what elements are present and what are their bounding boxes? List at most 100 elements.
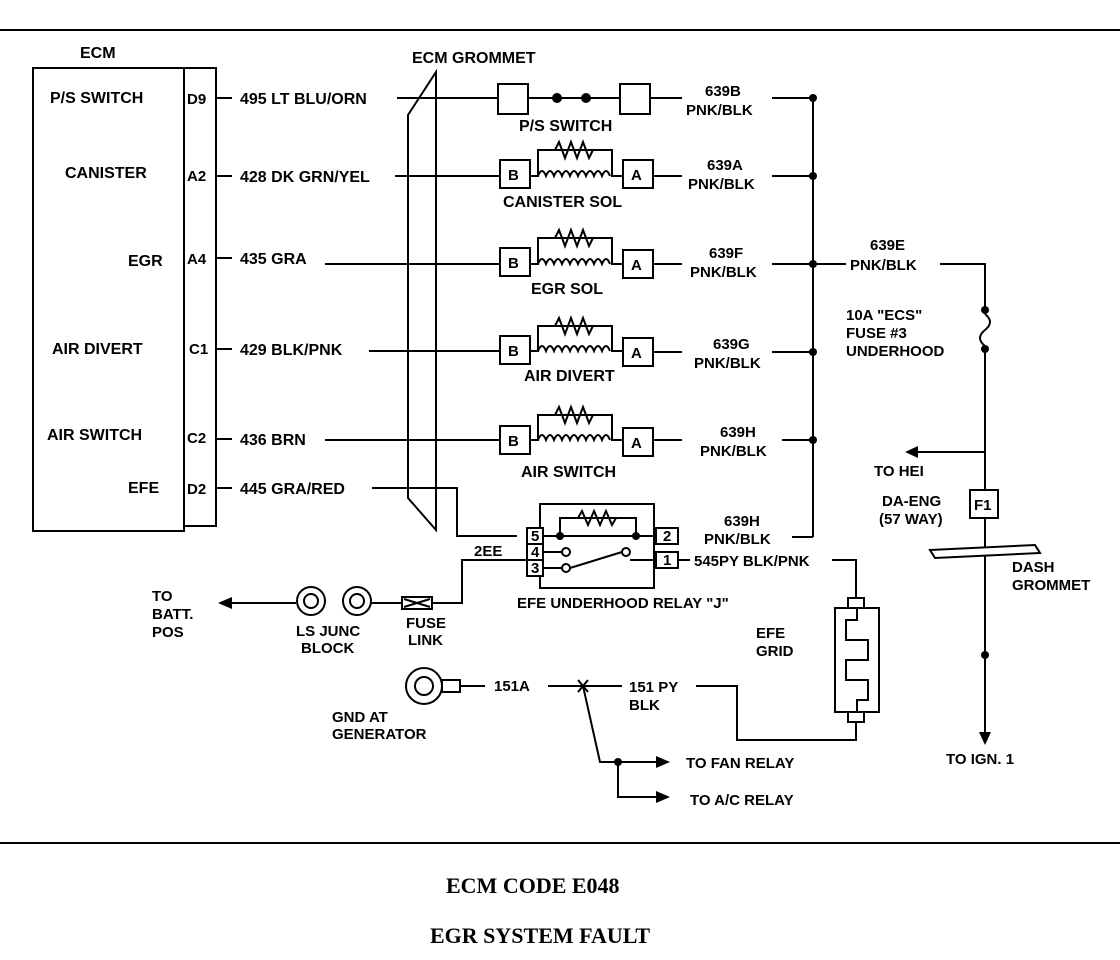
ecm-pin-name-canister: CANISTER [65,165,147,182]
ecm-pin-c1: C1 [189,341,208,358]
efe-grid-bottom-terminal [847,711,865,723]
ls-junc-stud-1-outer [296,586,326,616]
ecm-grommet-label: ECM GROMMET [412,50,536,67]
efe-grid-label-line2: GRID [756,643,794,660]
to-hei-arrow [905,446,918,458]
ecm-pin-name-egr: EGR [128,253,163,270]
relay-pin-2: 2 [663,528,671,545]
relay-pin-1: 1 [663,552,671,569]
fuse-link-line1: FUSE [406,615,446,632]
wire-151-grid [696,685,857,741]
gnd-label-line1: GND AT [332,709,388,726]
wire-545py-label: 545PY BLK/PNK [694,553,810,570]
air-divert-a-letter: A [631,345,642,362]
efe-grid-top-terminal [847,597,865,609]
canister-sol-b-letter: B [508,167,519,184]
ecm-block [32,67,185,532]
ps-switch-terminal-right [619,83,651,115]
air-switch-terminal-a [622,427,654,457]
egr-sol-coil [530,227,623,267]
relay-contact-4 [561,547,571,557]
fuse-link-line2: LINK [408,632,443,649]
to-fan-arrow [656,756,670,768]
ecm-title: ECM [80,45,116,62]
ecm-pin-a2: A2 [187,168,206,185]
wire-label-435: 435 GRA [240,251,307,268]
wire-label-436: 436 BRN [240,432,306,449]
air-divert-b-letter: B [508,343,519,360]
feed-639b-color: PNK/BLK [686,102,753,119]
wire-label-495: 495 LT BLU/ORN [240,91,367,108]
feed-639g-color: PNK/BLK [694,355,761,372]
bus-node-1 [809,94,817,102]
fuse-element [979,313,991,347]
air-switch-a-letter: A [631,435,642,452]
to-fan-label: TO FAN RELAY [686,755,794,772]
da-eng-label-line2: (57 WAY) [879,511,943,528]
wire-label-445: 445 GRA/RED [240,481,345,498]
dash-grommet-line2: GROMMET [1012,577,1090,594]
wire-2ee [432,559,527,604]
to-batt-line3: POS [152,624,184,641]
bus-node-5 [809,436,817,444]
ign-node [981,651,989,659]
to-hei-label: TO HEI [874,463,924,480]
gnd-eyelet-outer [405,667,443,705]
feed-639a-circuit: 639A [707,157,743,174]
relay-pin-5: 5 [531,528,539,545]
feed-639f-color: PNK/BLK [690,264,757,281]
canister-sol-a-letter: A [631,167,642,184]
feed-639a-color: PNK/BLK [688,176,755,193]
dash-grommet-line1: DASH [1012,559,1055,576]
relay-pin-3: 3 [531,560,539,577]
wire-2ee-label: 2EE [474,543,502,560]
to-ac-label: TO A/C RELAY [690,792,794,809]
air-divert-solenoid: B A AIR DIVERT [499,315,654,385]
to-batt-arrow [218,597,232,609]
da-eng-label-line1: DA-ENG [882,493,941,510]
feed-639e-circuit: 639E [870,237,905,254]
ecm-pin-name-air-switch: AIR SWITCH [47,427,142,444]
efe-grid-label-line1: EFE [756,625,785,642]
feed-639b-circuit: 639B [705,83,741,100]
dash-grommet [928,543,1042,560]
ecm-pin-d2: D2 [187,481,206,498]
air-switch-label: AIR SWITCH [521,464,616,481]
wire-545py [832,559,857,598]
canister-sol-label: CANISTER SOL [503,194,622,211]
ps-switch-label: P/S SWITCH [519,118,612,135]
egr-sol-b-letter: B [508,255,519,272]
ecm-pin-name-efe: EFE [128,480,159,497]
fuse-label-line2: FUSE #3 [846,325,907,342]
air-switch-solenoid: B A AIR SWITCH [499,404,654,481]
ecm-pin-name-air-divert: AIR DIVERT [52,341,143,358]
egr-sol-label: EGR SOL [531,281,603,298]
feed-639g-circuit: 639G [713,336,750,353]
air-switch-coil [530,404,623,443]
feed-639h-color-1: PNK/BLK [700,443,767,460]
ecm-pin-c2: C2 [187,430,206,447]
gnd-label-line2: GENERATOR [332,726,427,743]
feed-639h-color-2: PNK/BLK [704,531,771,548]
ecm-pin-d9: D9 [187,91,206,108]
ls-junc-stud-2-inner [349,593,365,609]
bus-node-2 [809,172,817,180]
wire-label-428: 428 DK GRN/YEL [240,169,370,186]
fuse-terminal-top [981,306,989,314]
caption-code: ECM CODE E048 [446,873,620,898]
efe-relay-label: EFE UNDERHOOD RELAY "J" [517,595,729,612]
air-divert-coil [530,315,623,354]
egr-sol-a-letter: A [631,257,642,274]
ps-switch-contact-1 [552,93,562,103]
wire-445 [372,487,517,537]
relay-contact-1 [621,547,631,557]
gnd-eyelet-inner [414,676,434,696]
air-switch-b-letter: B [508,433,519,450]
to-ign-label: TO IGN. 1 [946,751,1014,768]
air-divert-label: AIR DIVERT [524,368,615,385]
wire-151-line2: BLK [629,697,660,714]
feed-639h-circuit-2: 639H [724,513,760,530]
fuse-label-line1: 10A "ECS" [846,307,922,324]
ecm-pin-strip [183,67,217,527]
